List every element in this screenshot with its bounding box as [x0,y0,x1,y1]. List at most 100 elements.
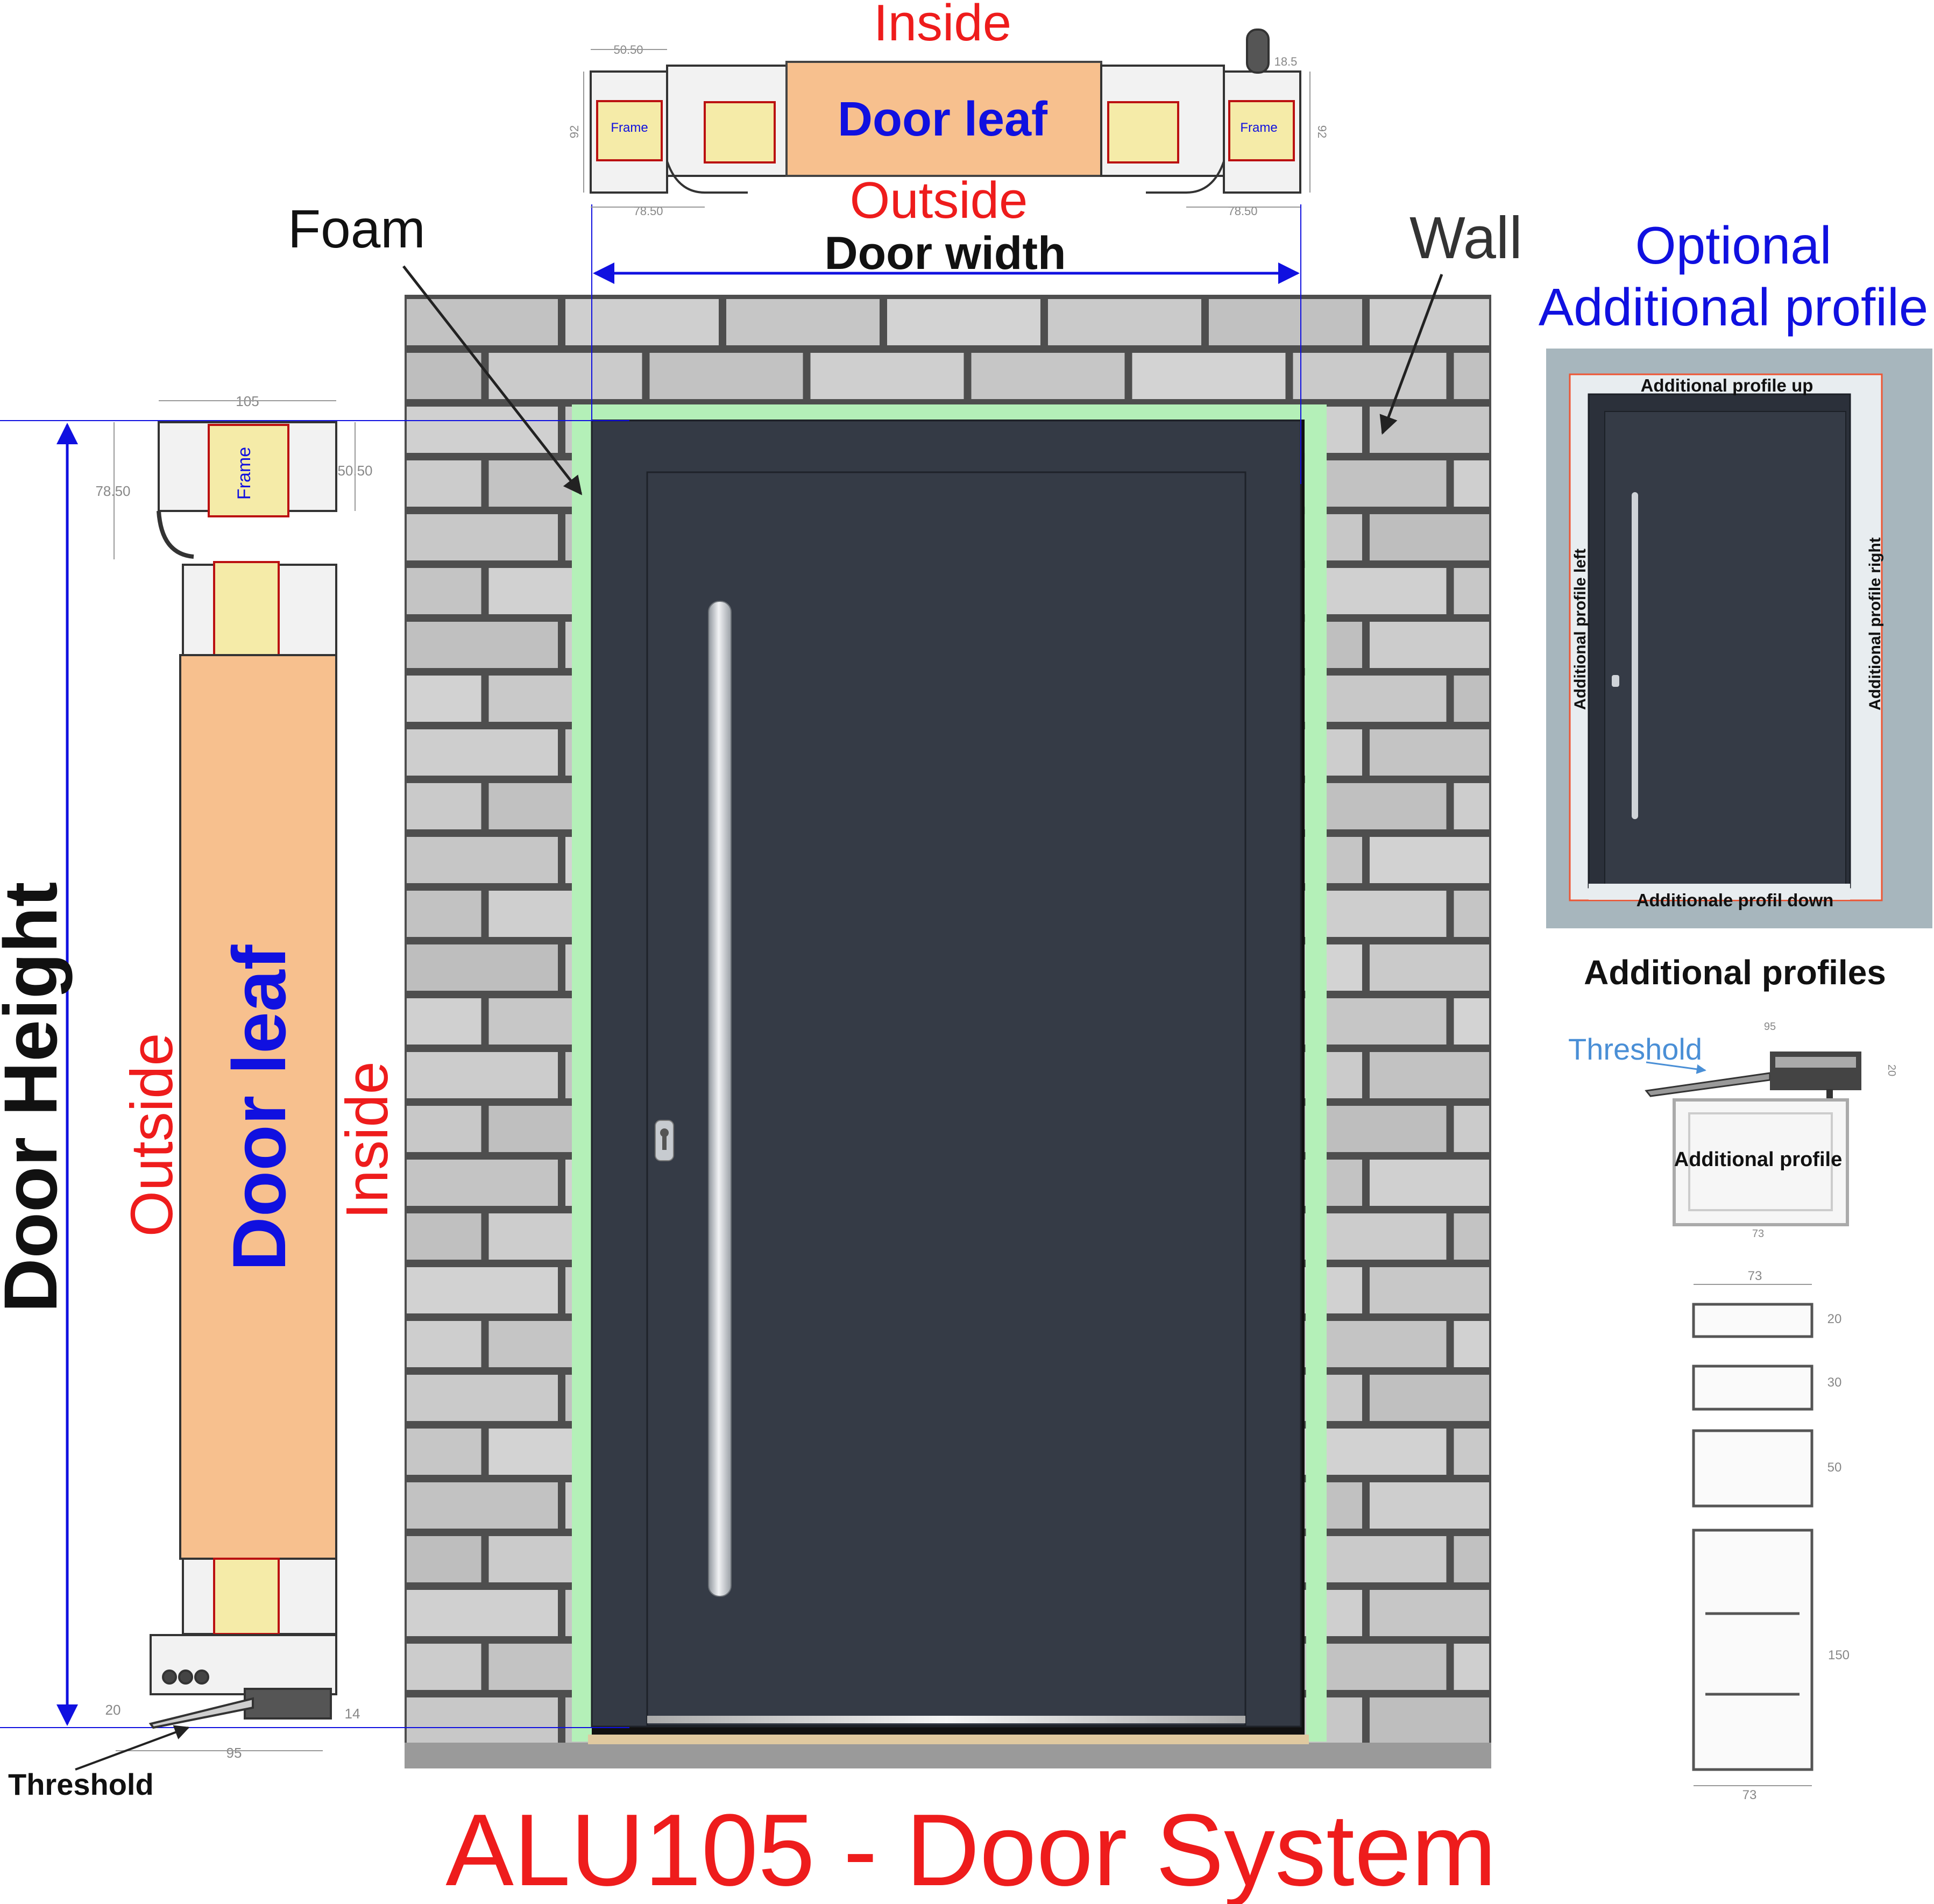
brick [488,353,642,399]
optional-bottom-band [1589,884,1850,900]
brick [1454,1321,1489,1367]
door-width-label: Door width [824,228,1066,279]
brick [407,1482,558,1529]
brick [407,299,558,345]
dim-left-side: 78.50 [95,483,130,499]
stack-profile-50 [1692,1429,1813,1508]
brick [407,622,558,668]
brick [407,1106,481,1152]
brick [407,1697,558,1744]
top-frame-right-label: Frame [1240,120,1277,135]
dim-right-height: 92 [1315,125,1329,138]
dim-bottom-right: 78.50 [1228,204,1257,218]
brick [407,1375,558,1421]
brick [407,676,481,722]
door-handle-bar [708,601,732,1597]
profile-left-label: Additional profile left [1571,549,1589,710]
keyhole-slot [662,1134,667,1150]
left-threshold-pointer [75,1725,190,1771]
brick [1370,1590,1489,1636]
brick [407,407,558,453]
brick [1370,1375,1489,1421]
left-frame-label: Frame [234,447,254,500]
brick [407,729,558,776]
left-bottom-profile [148,1558,337,1729]
brick [407,998,481,1045]
brick [407,891,481,937]
stack-profile-30 [1692,1365,1813,1411]
top-right-hinge [1246,29,1270,74]
brick [1132,353,1286,399]
left-top-seal [157,510,194,559]
top-left-frame-insulation [596,100,663,161]
additional-threshold-label: Threshold [1568,1032,1702,1066]
brick [1370,1052,1489,1098]
brick [407,460,481,507]
stack-profile-20 [1692,1303,1813,1338]
left-top-profile [157,421,337,657]
brick [887,299,1040,345]
top-frame-left-label: Frame [611,120,648,135]
left-vertical-section: Frame Door leaf Outside Inside 105 78.50… [8,393,400,1801]
top-left-frame-profile [590,65,788,194]
optional-handle [1632,492,1638,819]
dim-left-height: 92 [568,125,581,138]
additional-profile-box [1673,1098,1849,1226]
dim-threshold-width: 95 [1764,1021,1776,1033]
optional-door-leaf [1604,411,1846,885]
left-dimension-lines [114,400,356,1751]
brick [1454,1644,1489,1690]
brick [407,568,481,614]
left-door-leaf-label: Door leaf [217,944,301,1271]
dim-stack-20: 20 [1827,1312,1842,1326]
dim-bottom-left: 78.50 [633,204,663,218]
left-top-frame-insulation [208,424,289,517]
top-inside-label: Inside [874,0,1011,52]
brick [407,783,481,829]
brick [407,1052,558,1098]
brick [1454,891,1489,937]
brick [1454,1536,1489,1582]
dim-bottom-left-20: 20 [105,1702,121,1718]
additional-profiles-section: Additional profiles Threshold Additional… [1568,953,1897,1802]
left-bottom-frame-box [150,1634,337,1695]
left-bottom-threshold-body [244,1688,332,1720]
top-right-frame-profile [1100,29,1301,194]
brick [726,299,880,345]
left-door-leaf [179,654,337,1560]
profile-down-label: Additionale profil down [1637,890,1834,910]
door-width-dimension: Door width [593,228,1300,284]
additional-profiles-heading: Additional profiles [1584,953,1886,992]
left-dimensions: 105 78.50 50.50 20 14 95 [95,393,372,1761]
brick [1454,998,1489,1045]
brick [407,1536,481,1582]
dim-additional-width: 73 [1752,1228,1764,1240]
page-title: ALU105 - Door System [445,1793,1497,1904]
top-door-leaf-label: Door leaf [838,93,1048,146]
brick [1370,1482,1489,1529]
door-leaf-panel [646,471,1246,1727]
floor-sill [588,1735,1309,1744]
brick [407,1321,481,1367]
stack-profile-150 [1692,1529,1813,1771]
brick [1454,783,1489,829]
dim-top-right: 18.5 [1274,55,1298,68]
left-inside-label: Inside [334,1061,400,1219]
dim-bottom-right-14: 14 [345,1706,360,1722]
profile-up-label: Additional profile up [1641,375,1813,395]
callout-labels: Foam Wall [288,199,1522,495]
door-assembly [572,404,1327,1744]
brick [407,1213,481,1260]
optional-lock [1612,675,1619,687]
stacked-profiles [1692,1303,1813,1771]
stacked-dimension-lines [1694,1284,1812,1786]
left-outside-label: Outside [119,1033,185,1237]
additional-threshold-pointer [1646,1061,1706,1074]
door-bottom-strip [647,1716,1245,1723]
brick [407,1267,558,1313]
brick [1048,299,1201,345]
brick [1454,353,1489,399]
brick [1454,1106,1489,1152]
threshold-ramp [1645,1072,1771,1097]
